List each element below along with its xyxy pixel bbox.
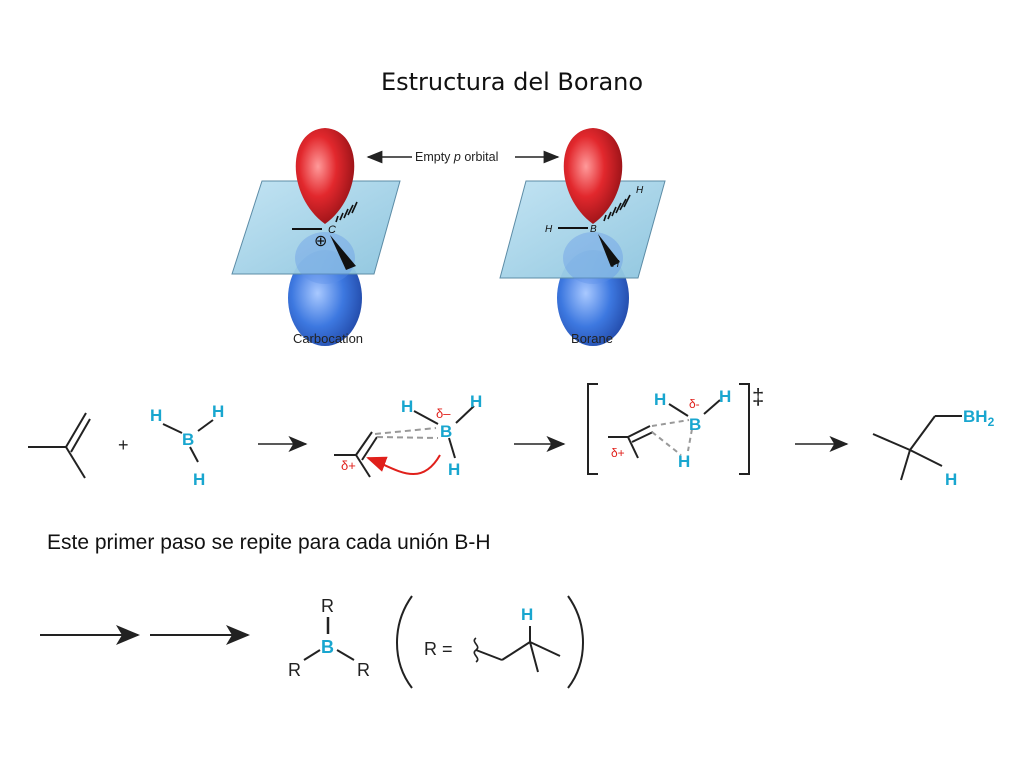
- borane-boron-symbol: B: [590, 224, 597, 235]
- bh3-h-right: H: [212, 402, 224, 421]
- ts-delta-plus: δ+: [611, 446, 625, 460]
- carbocation-hashed-bond: [335, 201, 358, 223]
- pi-complex-h-left: H: [401, 397, 413, 416]
- ts-delta-minus: δ-: [689, 397, 700, 411]
- plus-sign: +: [118, 435, 129, 455]
- r-def-left-paren: [396, 595, 413, 689]
- ts-h-left: H: [654, 390, 666, 409]
- carbocation-plus-symbol: ⊕: [314, 233, 327, 250]
- trialkyl-r-top: R: [321, 596, 334, 616]
- product-h: H: [945, 470, 957, 489]
- borane-lower-lobe-fade: [563, 232, 623, 284]
- pi-complex-h-right: H: [470, 392, 482, 411]
- ts-h-bottom: H: [678, 452, 690, 471]
- carbocation-lower-lobe-fade: [295, 232, 355, 284]
- carbocation-carbon-symbol: C: [328, 224, 336, 236]
- borane-diagram: H B H H Borane: [499, 128, 666, 346]
- ts-right-bracket: [739, 383, 750, 475]
- bh3-boron: B: [182, 430, 194, 449]
- pi-complex-h-bottom: H: [448, 460, 460, 479]
- borane-reagent: H H B H: [150, 402, 224, 489]
- borane-hydrogen-bottom: H: [612, 259, 620, 270]
- step-caption: Este primer paso se repite para cada uni…: [47, 531, 491, 554]
- product-bh2: BH2: [963, 407, 995, 429]
- transition-state: ‡ H H B H δ- δ+: [587, 383, 764, 475]
- carbocation-diagram: C ⊕ Carbocation: [231, 128, 401, 346]
- trialkyl-boron: B: [321, 637, 334, 657]
- bh3-h-left: H: [150, 406, 162, 425]
- ts-double-dagger: ‡: [752, 384, 764, 409]
- pi-complex-delta-minus: δ–: [436, 406, 451, 421]
- ts-left-bracket: [587, 383, 598, 475]
- alkylborane-product: BH2 H: [872, 407, 995, 489]
- r-group-definition: R = H: [396, 595, 584, 689]
- isobutylene-structure: [28, 412, 91, 479]
- pi-complex: H H B H δ– δ+: [334, 392, 482, 479]
- slide-title: Estructura del Borano: [380, 68, 644, 96]
- trialkyl-r-right: R: [357, 660, 370, 680]
- borane-upper-lobe: [563, 128, 623, 224]
- electron-push-arrow: [366, 454, 441, 475]
- r-def-hydrogen: H: [521, 605, 533, 624]
- borane-label: Borane: [571, 331, 613, 346]
- carbocation-plane: [231, 180, 401, 275]
- empty-orbital-label: Empty p orbital: [415, 150, 498, 164]
- borane-hashed-bond: [603, 194, 631, 222]
- borane-wedge-bond: [598, 234, 620, 267]
- trialkylborane: R B R R: [288, 596, 370, 680]
- borane-hydrogen-top: H: [636, 185, 644, 196]
- empty-orbital-callout: Empty p orbital: [366, 150, 560, 164]
- r-def-label: R =: [424, 639, 453, 659]
- pi-complex-delta-plus: δ+: [341, 458, 356, 473]
- r-def-right-paren: [567, 595, 584, 689]
- pi-complex-boron: B: [440, 422, 452, 441]
- carbocation-wedge-bond: [330, 235, 356, 270]
- ts-h-right: H: [719, 387, 731, 406]
- bh3-h-bottom: H: [193, 470, 205, 489]
- ts-boron: B: [689, 415, 701, 434]
- trialkyl-r-left: R: [288, 660, 301, 680]
- carbocation-label: Carbocation: [293, 331, 363, 346]
- borane-hydrogen-left: H: [545, 224, 553, 235]
- carbocation-upper-lobe: [295, 128, 355, 224]
